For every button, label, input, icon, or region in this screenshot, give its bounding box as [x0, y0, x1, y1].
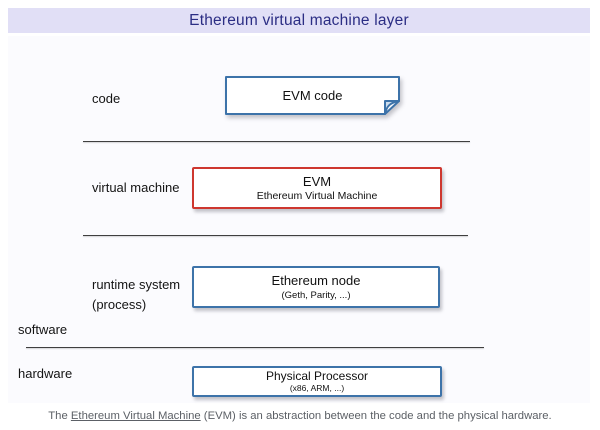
label-code: code: [92, 91, 121, 106]
title-bar: Ethereum virtual machine layer: [8, 8, 590, 33]
label-virtual-machine: virtual machine: [92, 180, 180, 195]
ethereum-node-title: Ethereum node: [271, 272, 361, 288]
divider-vm-runtime: [83, 235, 468, 236]
label-runtime-line2: (process): [92, 297, 147, 312]
note-shape-icon: [225, 76, 400, 115]
caption-after: (EVM) is an abstraction between the code…: [200, 410, 552, 422]
divider-software-hardware: [26, 347, 484, 348]
ethereum-node-box: Ethereum node (Geth, Parity, ...): [192, 266, 440, 308]
label-software: software: [18, 322, 68, 337]
label-runtime-line1: runtime system: [92, 277, 181, 292]
evm-box-subtitle: Ethereum Virtual Machine: [256, 189, 378, 202]
physical-processor-subtitle: (x86, ARM, ...): [289, 383, 345, 393]
physical-processor-title: Physical Processor: [265, 369, 369, 383]
evm-code-box: EVM code: [225, 76, 400, 115]
evm-link[interactable]: Ethereum Virtual Machine: [70, 410, 201, 422]
evm-box: EVM Ethereum Virtual Machine: [192, 167, 442, 209]
diagram-panel: code EVM code virtual machine EVM Ethere…: [8, 36, 590, 403]
evm-box-title: EVM: [302, 173, 332, 189]
label-hardware: hardware: [18, 366, 73, 381]
ethereum-node-subtitle: (Geth, Parity, ...): [281, 289, 351, 301]
physical-processor-box: Physical Processor (x86, ARM, ...): [192, 366, 442, 397]
caption: The Ethereum Virtual Machine (EVM) is an…: [0, 410, 600, 422]
page-title: Ethereum virtual machine layer: [189, 11, 409, 29]
label-runtime-system: runtime system (process): [92, 275, 180, 315]
caption-before: The: [48, 410, 71, 422]
evm-code-box-title: EVM code: [282, 88, 343, 103]
divider-code-vm: [83, 141, 470, 142]
